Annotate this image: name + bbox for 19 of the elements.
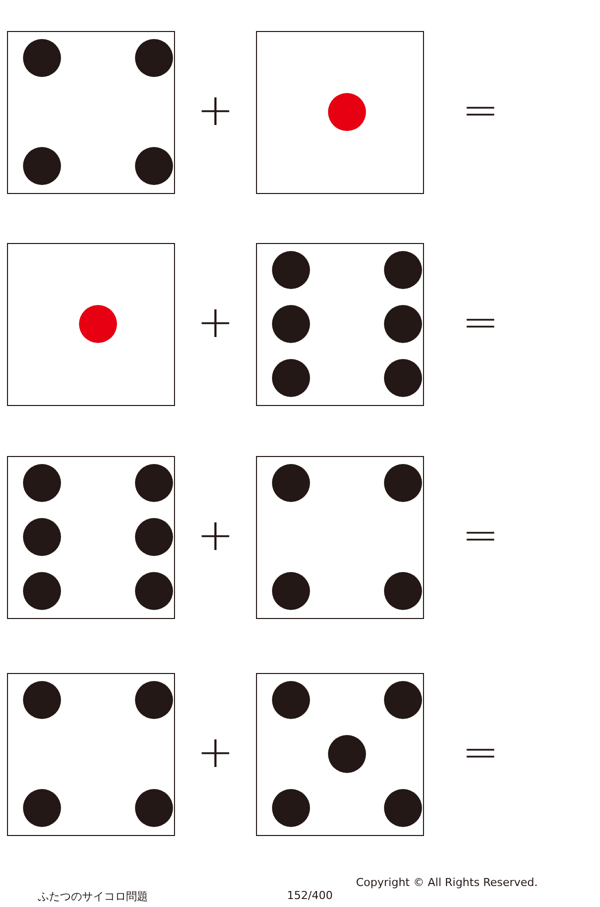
footer-title: ふたつのサイコロ問題 bbox=[38, 889, 148, 904]
die-face-drawing bbox=[7, 31, 175, 194]
die-face-drawing bbox=[256, 243, 424, 406]
die-face-drawing bbox=[256, 673, 424, 836]
equals-sign: = bbox=[462, 89, 499, 133]
die-face-drawing bbox=[256, 31, 424, 194]
die-face-drawing bbox=[7, 243, 175, 406]
plus-sign: + bbox=[197, 89, 234, 133]
plus-sign: + bbox=[197, 514, 234, 558]
equals-sign: = bbox=[462, 301, 499, 345]
equals-sign: = bbox=[462, 514, 499, 558]
plus-sign: + bbox=[197, 731, 234, 775]
page-number: 152/400 bbox=[287, 889, 333, 902]
die-face-drawing bbox=[256, 456, 424, 619]
plus-sign: + bbox=[197, 301, 234, 345]
equals-sign: = bbox=[462, 731, 499, 775]
die-face-drawing bbox=[7, 673, 175, 836]
die-face-drawing bbox=[7, 456, 175, 619]
copyright-notice: Copyright © All Rights Reserved. bbox=[356, 876, 538, 889]
